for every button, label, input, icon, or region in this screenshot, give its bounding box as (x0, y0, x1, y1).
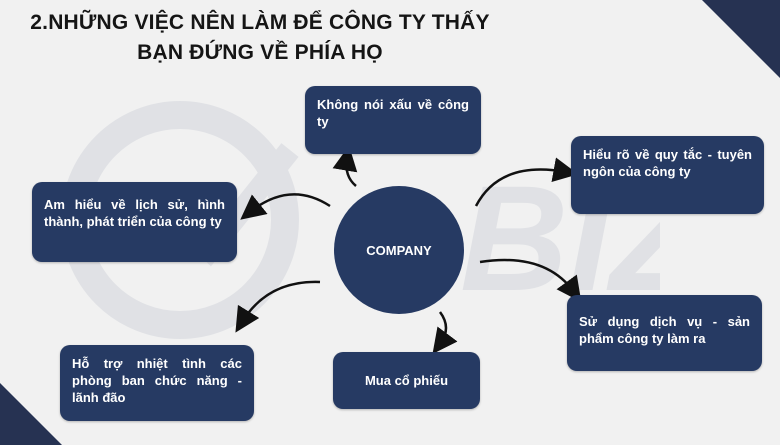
arrow-to-right-bottom (479, 258, 582, 303)
box-left: Am hiểu về lịch sử, hình thành, phát tri… (32, 182, 237, 262)
arrow-to-bottom (432, 311, 458, 355)
box-top: Không nói xấu về công ty (305, 86, 481, 154)
page-title: 2.NHỮNG VIỆC NÊN LÀM ĐỂ CÔNG TY THẤY BẠN… (0, 8, 520, 68)
box-right-top-text: Hiểu rõ về quy tắc - tuyên ngôn của công… (583, 147, 752, 179)
title-line-1: 2.NHỮNG VIỆC NÊN LÀM ĐỂ CÔNG TY THẤY (0, 8, 520, 38)
arrow-to-top (332, 145, 358, 187)
title-line-2: BẠN ĐỨNG VỀ PHÍA HỌ (137, 41, 383, 64)
box-left-bottom: Hỗ trợ nhiệt tình các phòng ban chức năn… (60, 345, 254, 421)
title-number: 2. (30, 11, 49, 34)
box-bottom-text: Mua cổ phiếu (364, 373, 449, 388)
corner-decoration-bottom-left (0, 383, 62, 445)
box-left-bottom-text: Hỗ trợ nhiệt tình các phòng ban chức năn… (72, 356, 242, 405)
box-bottom: Mua cổ phiếu (333, 352, 480, 409)
arrow-to-left-bottom (235, 280, 321, 333)
arrow-to-left (240, 193, 331, 220)
box-top-text: Không nói xấu về công ty (317, 97, 469, 129)
title-line-1-text: NHỮNG VIỆC NÊN LÀM ĐỂ CÔNG TY THẤY (48, 11, 490, 34)
box-right-bottom-text: Sử dụng dịch vụ - sản phẩm công ty làm r… (579, 314, 750, 346)
box-right-bottom: Sử dụng dịch vụ - sản phẩm công ty làm r… (567, 295, 762, 371)
company-circle: COMPANY (334, 186, 464, 314)
box-left-text: Am hiểu về lịch sử, hình thành, phát tri… (44, 197, 225, 229)
arrow-to-right-top (474, 157, 579, 207)
corner-decoration-top-right (702, 0, 780, 78)
box-right-top: Hiểu rõ về quy tắc - tuyên ngôn của công… (571, 136, 764, 214)
company-label: COMPANY (366, 242, 432, 258)
